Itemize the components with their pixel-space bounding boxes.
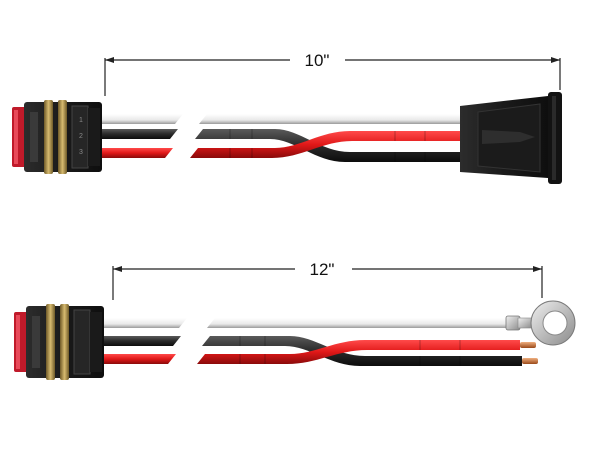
wires-right-segment-top <box>190 114 462 162</box>
connector-left-top: 1 2 3 <box>12 100 102 174</box>
white-wire <box>199 114 462 124</box>
dimension-line-top <box>104 57 561 96</box>
wires-right-segment-bottom <box>197 318 522 366</box>
dimension-line-bottom <box>112 266 543 300</box>
black-wire <box>202 336 522 366</box>
white-wire <box>100 318 187 328</box>
harness-top: 10" <box>12 51 562 184</box>
connector-right-top <box>460 92 562 184</box>
black-wire <box>100 129 178 139</box>
svg-text:2: 2 <box>79 133 83 140</box>
black-wire <box>100 336 181 346</box>
white-wire <box>207 318 508 328</box>
wires-left-segment-top <box>100 114 183 158</box>
red-wire <box>100 148 173 158</box>
dimension-label-bottom: 12" <box>310 260 335 279</box>
harness-bottom: 12" <box>14 260 576 380</box>
white-wire <box>100 114 183 124</box>
svg-text:3: 3 <box>79 149 83 156</box>
bare-copper-leads <box>520 342 538 364</box>
dimension-label-top: 10" <box>305 51 330 70</box>
red-wire <box>197 340 520 364</box>
svg-text:1: 1 <box>79 117 83 124</box>
ring-terminal <box>505 300 576 346</box>
red-wire <box>190 131 462 158</box>
wires-left-segment-bottom <box>100 318 187 364</box>
red-wire <box>100 354 176 364</box>
connector-left-bottom <box>14 304 104 380</box>
black-wire <box>195 129 462 162</box>
